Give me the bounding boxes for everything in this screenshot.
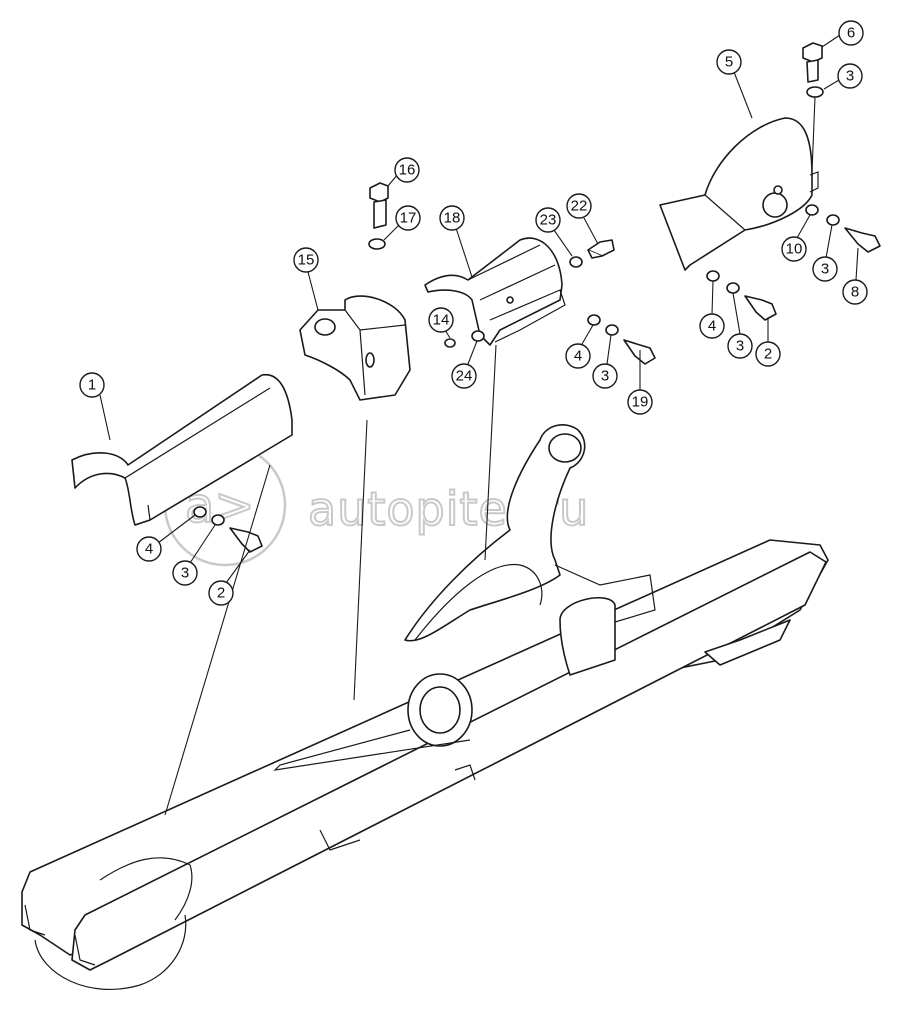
assembly-lines — [164, 344, 497, 816]
callout-4-right: 4 — [708, 318, 716, 335]
callout-22: 22 — [571, 198, 588, 215]
chain-guard-upper — [424, 237, 566, 346]
arm-top-boss — [548, 433, 582, 463]
callout-6: 6 — [847, 25, 855, 42]
callout-18: 18 — [444, 210, 461, 227]
swing-arm — [21, 424, 829, 990]
callout-3-top: 3 — [846, 68, 854, 85]
callout-3-right-lower: 3 — [736, 338, 744, 355]
callout-19: 19 — [632, 394, 649, 411]
callout-4-mid: 4 — [574, 348, 582, 365]
callout-10: 10 — [786, 241, 803, 258]
callout-3: 3 — [181, 565, 189, 582]
callouts: 1 2 3 4 5 6 3 16 17 18 — [79, 20, 868, 606]
callout-15: 15 — [298, 252, 315, 269]
chain-case-rear — [659, 117, 819, 271]
callout-17: 17 — [400, 210, 417, 227]
chain-guard-front — [71, 373, 293, 526]
callout-24: 24 — [456, 368, 473, 385]
callout-2: 2 — [217, 585, 225, 602]
callout-2-right: 2 — [764, 346, 772, 363]
callout-14: 14 — [433, 312, 450, 329]
callout-8: 8 — [851, 284, 859, 301]
callout-3-mid: 3 — [601, 368, 609, 385]
callout-3-right: 3 — [821, 261, 829, 278]
callout-4: 4 — [145, 541, 153, 558]
callout-5: 5 — [725, 54, 733, 71]
callout-23: 23 — [540, 212, 557, 229]
callout-16: 16 — [399, 162, 416, 179]
callout-1: 1 — [88, 377, 96, 394]
bracket-15 — [299, 295, 411, 401]
